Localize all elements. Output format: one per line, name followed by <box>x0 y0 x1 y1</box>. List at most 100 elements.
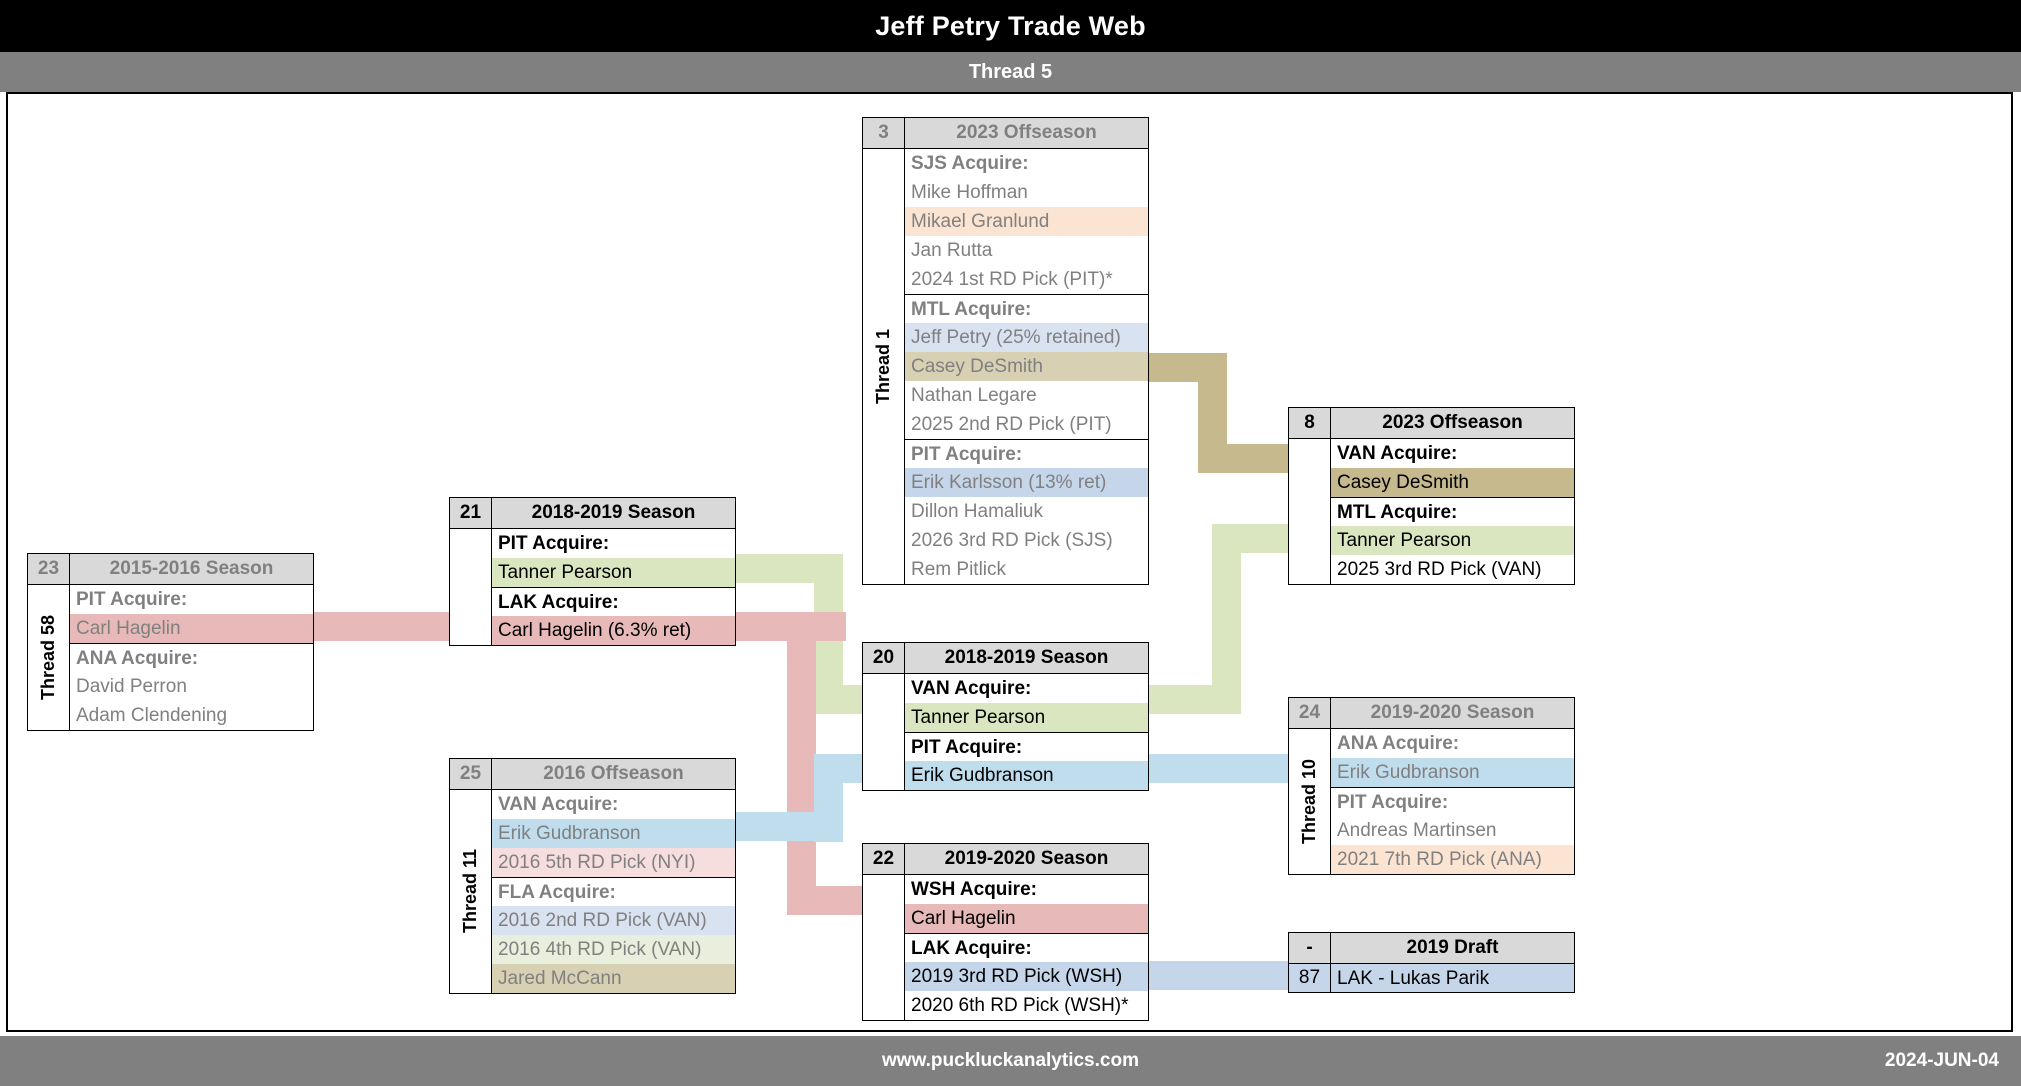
asset-row[interactable]: Casey DeSmith <box>905 352 1148 381</box>
asset-row[interactable]: 2019 3rd RD Pick (WSH) <box>905 962 1148 991</box>
footer-date: 2024-JUN-04 <box>1884 1050 1999 1071</box>
asset-row[interactable]: Carl Hagelin (6.3% ret) <box>492 616 735 645</box>
acquire-heading: LAK Acquire: <box>905 933 1148 962</box>
ribbon-draft-pick-h1 <box>1149 961 1295 990</box>
acquire-heading: ANA Acquire: <box>70 643 313 672</box>
card-index: 3 <box>863 118 905 148</box>
asset-row[interactable]: Carl Hagelin <box>70 614 313 643</box>
ribbon-tanner-pearson-v2 <box>1212 524 1241 714</box>
asset-row[interactable]: Jeff Petry (25% retained) <box>905 323 1148 352</box>
asset-row[interactable]: Mikael Granlund <box>905 207 1148 236</box>
card-header: 23 2015-2016 Season <box>27 553 314 585</box>
card-thread-spine: Thread 58 <box>28 585 70 730</box>
card-thread-spine: Thread 10 <box>1289 729 1331 874</box>
acquire-heading: SJS Acquire: <box>911 153 1029 174</box>
card-title: 2019-2020 Season <box>1370 702 1535 723</box>
asset-row[interactable]: Tanner Pearson <box>905 703 1148 732</box>
asset-row[interactable]: 2024 1st RD Pick (PIT)* <box>911 269 1113 290</box>
footer-site[interactable]: www.puckluckanalytics.com <box>882 1050 1139 1071</box>
asset-row[interactable]: Casey DeSmith <box>1331 468 1574 497</box>
asset-row[interactable]: Erik Gudbranson <box>1331 758 1574 787</box>
page-title-bar: Jeff Petry Trade Web <box>0 0 2021 52</box>
asset-row[interactable]: Erik Karlsson (13% ret) <box>905 468 1148 497</box>
card-header: 21 2018-2019 Season <box>449 497 736 529</box>
card-title: 2018-2019 Season <box>944 647 1109 668</box>
card-title: 2019-2020 Season <box>944 848 1109 869</box>
asset-row[interactable]: 2016 5th RD Pick (NYI) <box>492 848 735 877</box>
asset-row[interactable]: Carl Hagelin <box>905 904 1148 933</box>
acquire-heading: FLA Acquire: <box>492 877 735 906</box>
asset-row[interactable]: 2020 6th RD Pick (WSH)* <box>911 995 1129 1016</box>
card-index: 23 <box>28 554 70 584</box>
card-thread-spine <box>450 529 492 645</box>
asset-row[interactable]: 2025 2nd RD Pick (PIT) <box>911 414 1112 435</box>
acquire-heading: MTL Acquire: <box>905 294 1148 323</box>
card-thread-spine <box>863 875 905 1020</box>
acquire-heading: VAN Acquire: <box>498 794 619 815</box>
ribbon-carl-hagelin-h1 <box>314 612 452 641</box>
asset-row[interactable]: 2016 4th RD Pick (VAN) <box>492 935 735 964</box>
acquire-heading: VAN Acquire: <box>1337 443 1458 464</box>
acquire-heading: PIT Acquire: <box>1331 787 1574 816</box>
asset-row[interactable]: Erik Gudbranson <box>905 761 1148 790</box>
asset-row[interactable]: 2016 2nd RD Pick (VAN) <box>492 906 735 935</box>
thread-label: Thread 11 <box>460 849 480 934</box>
card-thread-spine <box>1289 439 1331 584</box>
ribbon-tanner-pearson-h4 <box>1212 524 1292 553</box>
card-thread-spine: Thread 1 <box>863 149 905 584</box>
asset-row[interactable]: Rem Pitlick <box>911 559 1007 580</box>
card-index: 22 <box>863 844 905 874</box>
asset-row[interactable]: David Perron <box>76 676 187 697</box>
thread-label: Thread 1 <box>873 328 893 405</box>
acquire-heading: ANA Acquire: <box>1337 733 1460 754</box>
asset-row[interactable]: Jared McCann <box>492 964 735 993</box>
asset-row[interactable]: 2026 3rd RD Pick (SJS) <box>911 530 1113 551</box>
thread-label: Thread 58 <box>38 614 58 701</box>
acquire-heading: VAN Acquire: <box>911 678 1032 699</box>
card-title: 2018-2019 Season <box>531 502 696 523</box>
ribbon-erik-gudbranson-h2 <box>814 754 865 783</box>
card-index: 21 <box>450 498 492 528</box>
draft-card-header: -2019 Draft <box>1288 932 1575 964</box>
asset-row[interactable]: Jan Rutta <box>911 240 993 261</box>
asset-row[interactable]: Mike Hoffman <box>911 182 1028 203</box>
acquire-heading: WSH Acquire: <box>911 879 1037 900</box>
asset-row[interactable]: Dillon Hamaliuk <box>911 501 1043 522</box>
asset-row[interactable]: Tanner Pearson <box>1331 526 1574 555</box>
draft-pick-number: 87 <box>1289 964 1331 992</box>
asset-row[interactable]: Nathan Legare <box>911 385 1037 406</box>
asset-row[interactable]: Adam Clendening <box>76 705 228 726</box>
thread-label: Thread 10 <box>1299 758 1319 845</box>
asset-row[interactable]: Erik Gudbranson <box>492 819 735 848</box>
asset-row[interactable]: 2025 3rd RD Pick (VAN) <box>1337 559 1542 580</box>
ribbon-tanner-pearson-h2 <box>814 685 865 714</box>
asset-row[interactable]: Andreas Martinsen <box>1337 820 1497 841</box>
acquire-heading: LAK Acquire: <box>492 587 735 616</box>
asset-row[interactable]: 2021 7th RD Pick (ANA) <box>1331 845 1574 874</box>
asset-row[interactable]: Tanner Pearson <box>492 558 735 587</box>
thread-subtitle-bar: Thread 5 <box>0 52 2021 92</box>
card-title: 2015-2016 Season <box>109 558 274 579</box>
